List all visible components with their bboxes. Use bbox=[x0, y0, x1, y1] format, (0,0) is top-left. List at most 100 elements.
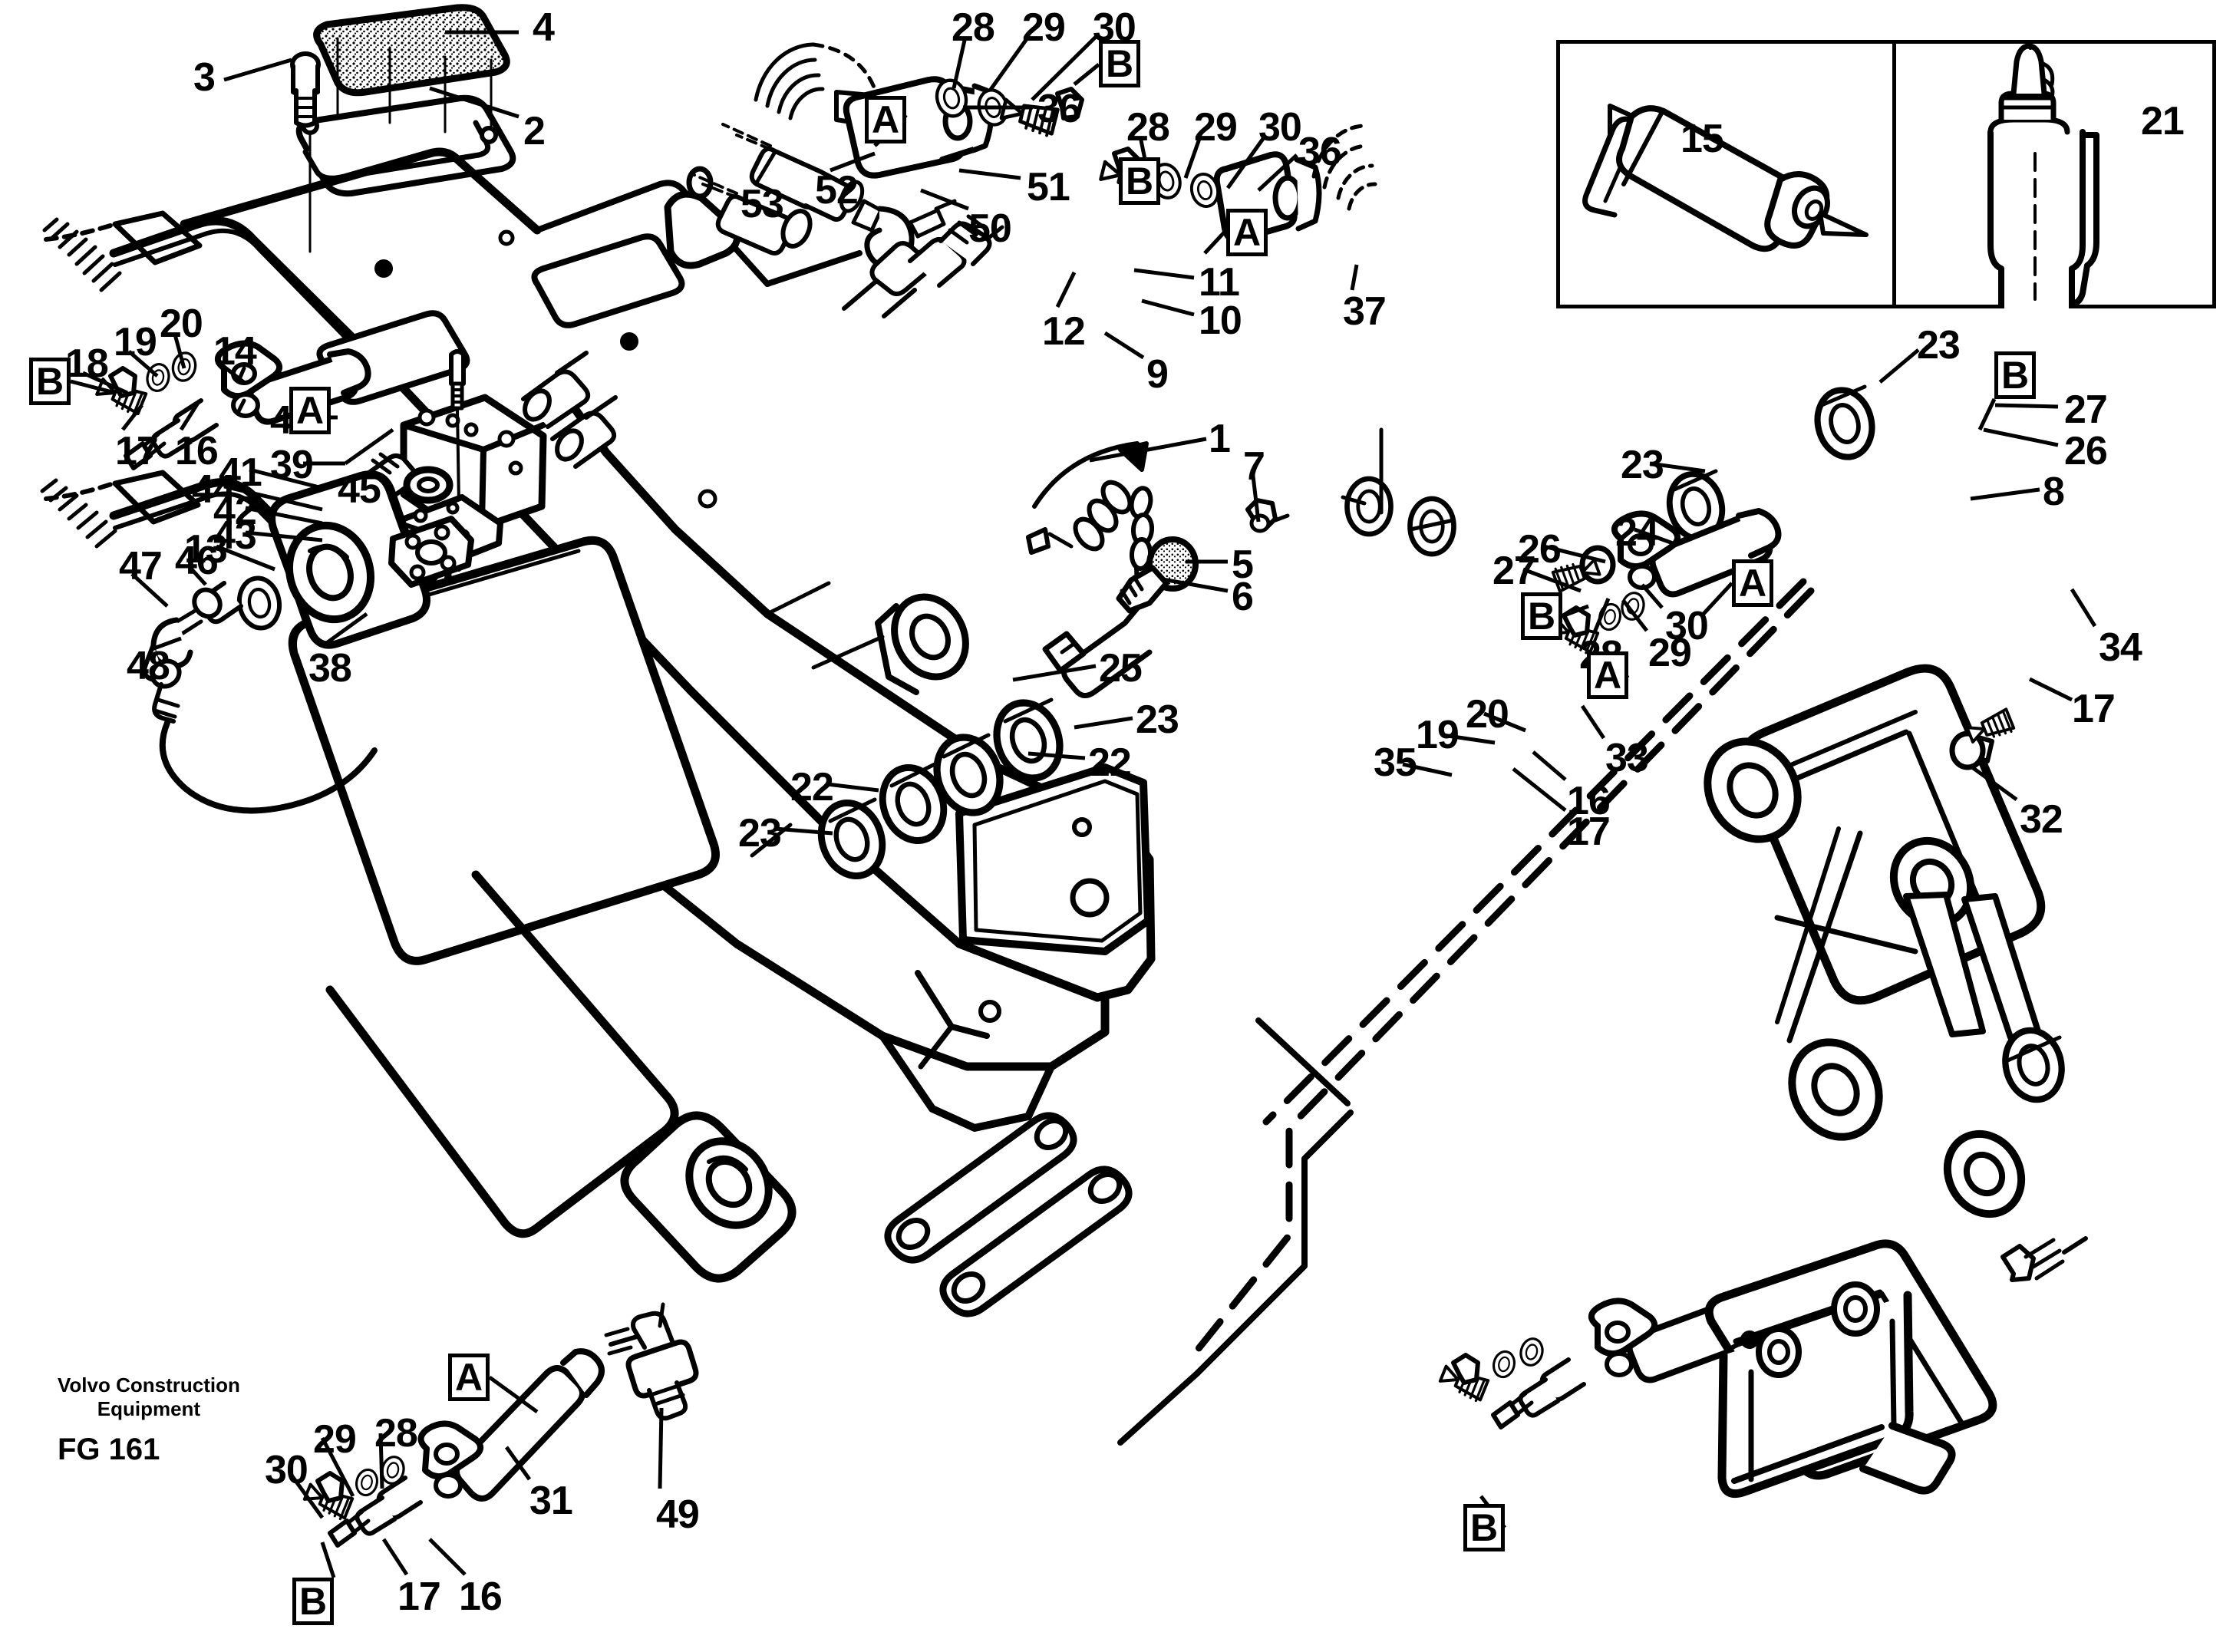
box-marker-leader-line bbox=[1977, 397, 1997, 431]
leader-line bbox=[378, 1433, 384, 1489]
part-25-link bbox=[884, 1112, 1133, 1317]
leader-line bbox=[216, 544, 275, 572]
callout-number: 29 bbox=[1648, 631, 1692, 675]
leader-line bbox=[249, 467, 323, 490]
part-49-valve bbox=[604, 1302, 699, 1421]
leader-line bbox=[381, 1538, 409, 1576]
callout-number: 16 bbox=[459, 1575, 503, 1619]
leader-line bbox=[1350, 264, 1359, 291]
part-21-lubricant-bottle bbox=[1987, 40, 2099, 308]
leader-line bbox=[1878, 348, 1920, 384]
fastener-set-left-18-19-20 bbox=[95, 349, 200, 416]
leader-line bbox=[81, 371, 129, 395]
leader-line bbox=[1250, 469, 1261, 523]
leader-line bbox=[1442, 733, 1496, 745]
box-marker-leader-line bbox=[70, 379, 116, 395]
leader-line bbox=[429, 86, 519, 119]
callout-number: 10 bbox=[1199, 298, 1242, 343]
callout-number: 26 bbox=[2064, 429, 2108, 473]
reference-box-marker-a: A bbox=[1732, 559, 1773, 607]
leader-line bbox=[1055, 271, 1077, 308]
callout-number: 48 bbox=[127, 644, 170, 688]
part-37-washers bbox=[1341, 427, 1454, 554]
callout-number: 3 bbox=[193, 55, 216, 100]
part-38-hydraulic-cylinder bbox=[236, 470, 797, 1283]
leader-line bbox=[826, 782, 879, 793]
callout-number: 32 bbox=[2020, 797, 2063, 842]
part-34-washer bbox=[1998, 1024, 2069, 1106]
leader-line bbox=[2028, 677, 2073, 702]
part-31-pin-bottom bbox=[417, 1348, 605, 1502]
callout-number: 29 bbox=[1022, 5, 1066, 50]
leader-line bbox=[1580, 704, 1606, 740]
callout-number: 37 bbox=[1343, 289, 1387, 334]
callout-number: 26 bbox=[1518, 527, 1562, 572]
callout-number: 36 bbox=[1298, 130, 1342, 174]
box-marker-leader-line bbox=[1203, 229, 1228, 255]
leader-line bbox=[754, 150, 777, 184]
box-marker-leader-line bbox=[320, 1542, 336, 1578]
callout-number: 25 bbox=[1099, 646, 1143, 691]
callout-number: 2 bbox=[523, 109, 546, 153]
fastener-16-17-bottom bbox=[328, 1476, 423, 1548]
leader-line bbox=[1994, 403, 2059, 409]
parts-5-6-pad-bolt bbox=[1116, 536, 1199, 614]
callout-number: 43 bbox=[213, 513, 257, 558]
callout-number: 41 bbox=[219, 450, 262, 495]
part-24-pin-right bbox=[1611, 508, 1782, 598]
callout-number: 38 bbox=[308, 646, 352, 691]
callout-number: 36 bbox=[1037, 87, 1081, 131]
leader-line bbox=[1532, 750, 1567, 781]
parts-22-23-bearings bbox=[811, 694, 1070, 885]
callout-number: 46 bbox=[175, 539, 219, 583]
part-4-friction-pad bbox=[313, 4, 510, 97]
callout-number: 1 bbox=[1209, 417, 1231, 461]
reference-box-marker-a: A bbox=[448, 1354, 490, 1401]
callout-number: 30 bbox=[265, 1448, 308, 1492]
fastener-set-19-20-35 bbox=[1438, 1335, 1547, 1403]
part-14-pin-left bbox=[215, 340, 371, 425]
leader-line bbox=[189, 566, 207, 586]
leader-line bbox=[179, 399, 202, 431]
leader-line bbox=[1012, 664, 1097, 682]
inset-artwork bbox=[1582, 40, 2099, 308]
reference-box-marker-b: B bbox=[29, 358, 71, 405]
leader-line bbox=[127, 350, 159, 378]
parts-46-48-hose-fittings bbox=[142, 581, 378, 814]
leader-line bbox=[1483, 711, 1526, 733]
callout-number: 29 bbox=[313, 1417, 357, 1462]
callout-number: 28 bbox=[374, 1411, 418, 1456]
callout-number: 27 bbox=[2064, 387, 2108, 432]
callout-number: 11 bbox=[1199, 260, 1240, 305]
leader-line bbox=[952, 36, 968, 89]
callout-number: 42 bbox=[213, 489, 257, 533]
leader-line bbox=[504, 1446, 532, 1481]
leader-line bbox=[1634, 527, 1674, 546]
callout-number: 30 bbox=[1665, 604, 1709, 648]
callout-number: 24 bbox=[1615, 510, 1659, 555]
reference-box-marker-b: B bbox=[1099, 40, 1140, 87]
callout-number: 22 bbox=[790, 765, 834, 810]
callout-number: 28 bbox=[952, 5, 995, 50]
fastener-16-17-bottomright bbox=[1491, 1357, 1586, 1429]
callout-number: 23 bbox=[1136, 697, 1179, 742]
reference-box-marker-b: B bbox=[1994, 351, 2036, 399]
leader-line bbox=[1162, 577, 1229, 593]
leader-line bbox=[320, 1436, 355, 1498]
callout-number: 52 bbox=[815, 168, 859, 213]
callout-number: 31 bbox=[529, 1479, 573, 1523]
callout-number: 19 bbox=[1416, 713, 1460, 757]
part-15-caulking-gun bbox=[1582, 104, 1869, 252]
leader-line bbox=[130, 572, 169, 608]
callout-number: 33 bbox=[1605, 736, 1649, 780]
reference-box-marker-b: B bbox=[1521, 592, 1562, 640]
section-divider-solid bbox=[1117, 1017, 1354, 1446]
reference-box-marker-a: A bbox=[1587, 651, 1628, 699]
part-23-washer-upper-right bbox=[1811, 384, 1879, 463]
callout-number: 23 bbox=[1917, 323, 1961, 368]
leader-line bbox=[321, 612, 368, 648]
callout-number: 16 bbox=[1567, 779, 1611, 823]
leader-line bbox=[1970, 487, 2040, 501]
callout-number: 6 bbox=[1232, 575, 1254, 619]
